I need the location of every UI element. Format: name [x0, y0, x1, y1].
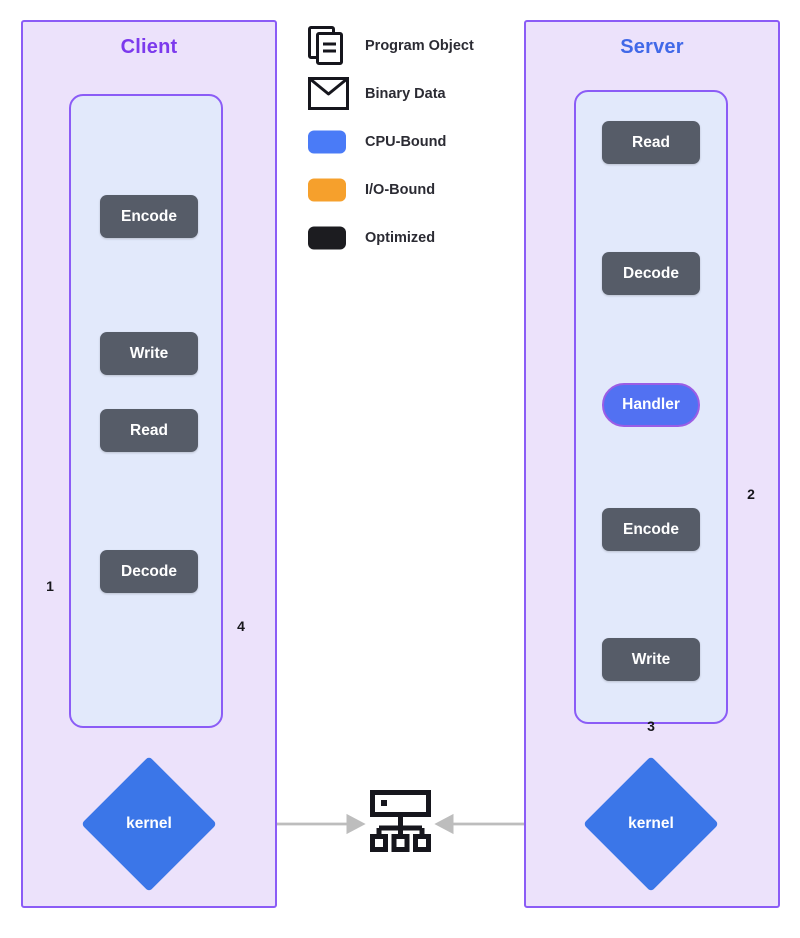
legend-label: I/O-Bound — [365, 182, 436, 198]
page-title-client: Client — [120, 36, 178, 58]
legend-label: Program Object — [365, 38, 474, 54]
client-write-node[interactable]: Write — [100, 332, 198, 375]
legend-item-optimized: Optimized — [300, 214, 515, 262]
client-decode-node[interactable]: Decode — [100, 550, 198, 593]
binary-data-icon — [308, 77, 349, 110]
legend-label: CPU-Bound — [365, 134, 447, 150]
legend-item-binary-data: Binary Data — [300, 70, 515, 118]
legend: Program Object Binary Data CPU-Bound I/O… — [300, 22, 515, 262]
server-read-node[interactable]: Read — [602, 121, 700, 164]
flow-step-3-label: 3 — [647, 718, 655, 734]
server-kernel-label: kernel — [628, 815, 674, 832]
server-handler-node[interactable]: Handler — [602, 383, 700, 427]
server-decode-node[interactable]: Decode — [602, 252, 700, 295]
io-bound-swatch — [308, 178, 346, 202]
network-switch-icon — [370, 790, 431, 852]
page-title-server: Server — [620, 36, 684, 58]
flow-step-1-label: 1 — [46, 578, 54, 594]
client-kernel-label: kernel — [126, 815, 172, 832]
legend-label: Binary Data — [365, 86, 446, 102]
legend-item-cpu-bound: CPU-Bound — [300, 118, 515, 166]
legend-item-program-object: Program Object — [300, 22, 515, 70]
flow-step-4-label: 4 — [237, 618, 245, 634]
program-object-icon — [308, 26, 343, 65]
legend-label: Optimized — [365, 230, 436, 246]
client-encode-node[interactable]: Encode — [100, 195, 198, 238]
server-encode-node[interactable]: Encode — [602, 508, 700, 551]
server-write-node[interactable]: Write — [602, 638, 700, 681]
cpu-bound-swatch — [308, 130, 346, 154]
flow-step-2-label: 2 — [747, 486, 755, 502]
legend-item-io-bound: I/O-Bound — [300, 166, 515, 214]
client-read-node[interactable]: Read — [100, 409, 198, 452]
optimized-swatch — [308, 226, 346, 250]
